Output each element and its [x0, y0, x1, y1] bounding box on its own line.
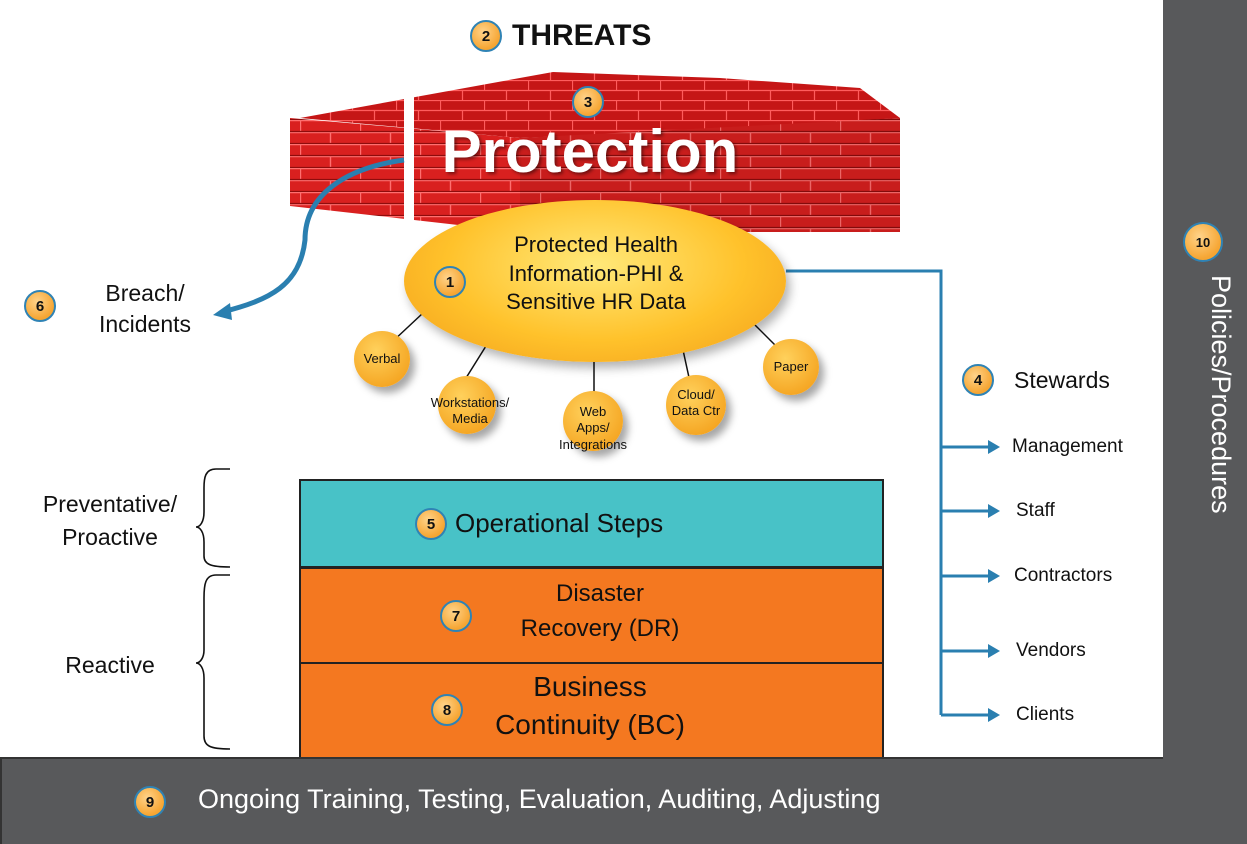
web-apps-line-2: Apps/ — [576, 420, 610, 436]
bc-line-2: Continuity (BC) — [495, 708, 685, 740]
dr-line-1: Disaster — [555, 580, 645, 607]
phi-badge: 1 — [434, 266, 466, 298]
workstations-bubble — [438, 376, 496, 434]
web-apps-label: Web Apps/ Integrations — [543, 404, 643, 453]
preventative-label: Preventative/ Proactive — [20, 488, 200, 555]
verbal-label: Verbal — [363, 350, 401, 366]
bc-line-1: Business — [533, 671, 647, 702]
reactive-label: Reactive — [65, 652, 155, 678]
protection-label: Protection — [441, 118, 739, 185]
phi-ellipse — [404, 200, 786, 362]
policies-panel — [1163, 0, 1247, 844]
breach-line-1: Breach/ — [105, 280, 185, 306]
steward-vendors: Vendors — [1016, 640, 1086, 661]
web-apps-line-1: Web — [579, 404, 607, 419]
steward-staff: Staff — [1016, 500, 1055, 521]
cloud-line-2: Data Ctr — [671, 403, 721, 419]
protection-badge: 3 — [572, 86, 604, 118]
business-continuity-box — [299, 662, 884, 762]
training-label: Ongoing Training, Testing, Evaluation, A… — [198, 784, 881, 814]
phi-line-1: Protected Health — [514, 232, 678, 257]
paper-label: Paper — [773, 358, 809, 374]
phi-text: Protected Health Information-PHI & Sensi… — [476, 231, 716, 317]
verbal-bubble: Verbal — [354, 331, 410, 387]
training-badge: 9 — [134, 786, 166, 818]
web-apps-line-3: Integrations — [559, 436, 627, 452]
phi-line-3: Sensitive HR Data — [506, 289, 686, 315]
web-apps-bubble — [563, 391, 623, 451]
phi-line-2: Information-PHI & — [508, 260, 684, 286]
breach-text: Breach/ Incidents — [80, 278, 210, 340]
threats-badge: 2 — [470, 20, 502, 52]
workstations-label: Workstations/ Media — [410, 395, 530, 428]
cloud-label: Cloud/ Data Ctr — [656, 387, 736, 420]
bc-text: Business Continuity (BC) — [470, 668, 710, 744]
stewards-label: Stewards — [1014, 367, 1110, 393]
stewards-badge: 4 — [962, 364, 994, 396]
dr-text: Disaster Recovery (DR) — [490, 577, 710, 647]
dr-line-2: Recovery (DR) — [520, 614, 680, 642]
dr-badge: 7 — [440, 600, 472, 632]
preventative-line-1: Preventative/ — [42, 491, 178, 517]
preventative-line-2: Proactive — [62, 524, 158, 551]
operational-badge: 5 — [415, 508, 447, 540]
breach-badge: 6 — [24, 290, 56, 322]
cloud-bubble — [666, 375, 726, 435]
steward-clients: Clients — [1016, 704, 1075, 725]
paper-bubble: Paper — [763, 339, 819, 395]
training-bar — [0, 757, 1163, 844]
workstations-line-2: Media — [452, 411, 488, 427]
bc-badge: 8 — [431, 694, 463, 726]
breach-line-2: Incidents — [98, 311, 192, 338]
workstations-line-1: Workstations/ — [430, 395, 510, 410]
operational-label: Operational Steps — [455, 508, 664, 538]
steward-management: Management — [1012, 436, 1123, 457]
cloud-line-1: Cloud/ — [677, 387, 715, 402]
policies-label: Policies/Procedures — [1206, 275, 1236, 514]
disaster-recovery-box — [299, 567, 884, 664]
policies-badge: 10 — [1183, 222, 1223, 262]
steward-contractors: Contractors — [1014, 565, 1113, 586]
threats-label: THREATS — [512, 19, 652, 52]
